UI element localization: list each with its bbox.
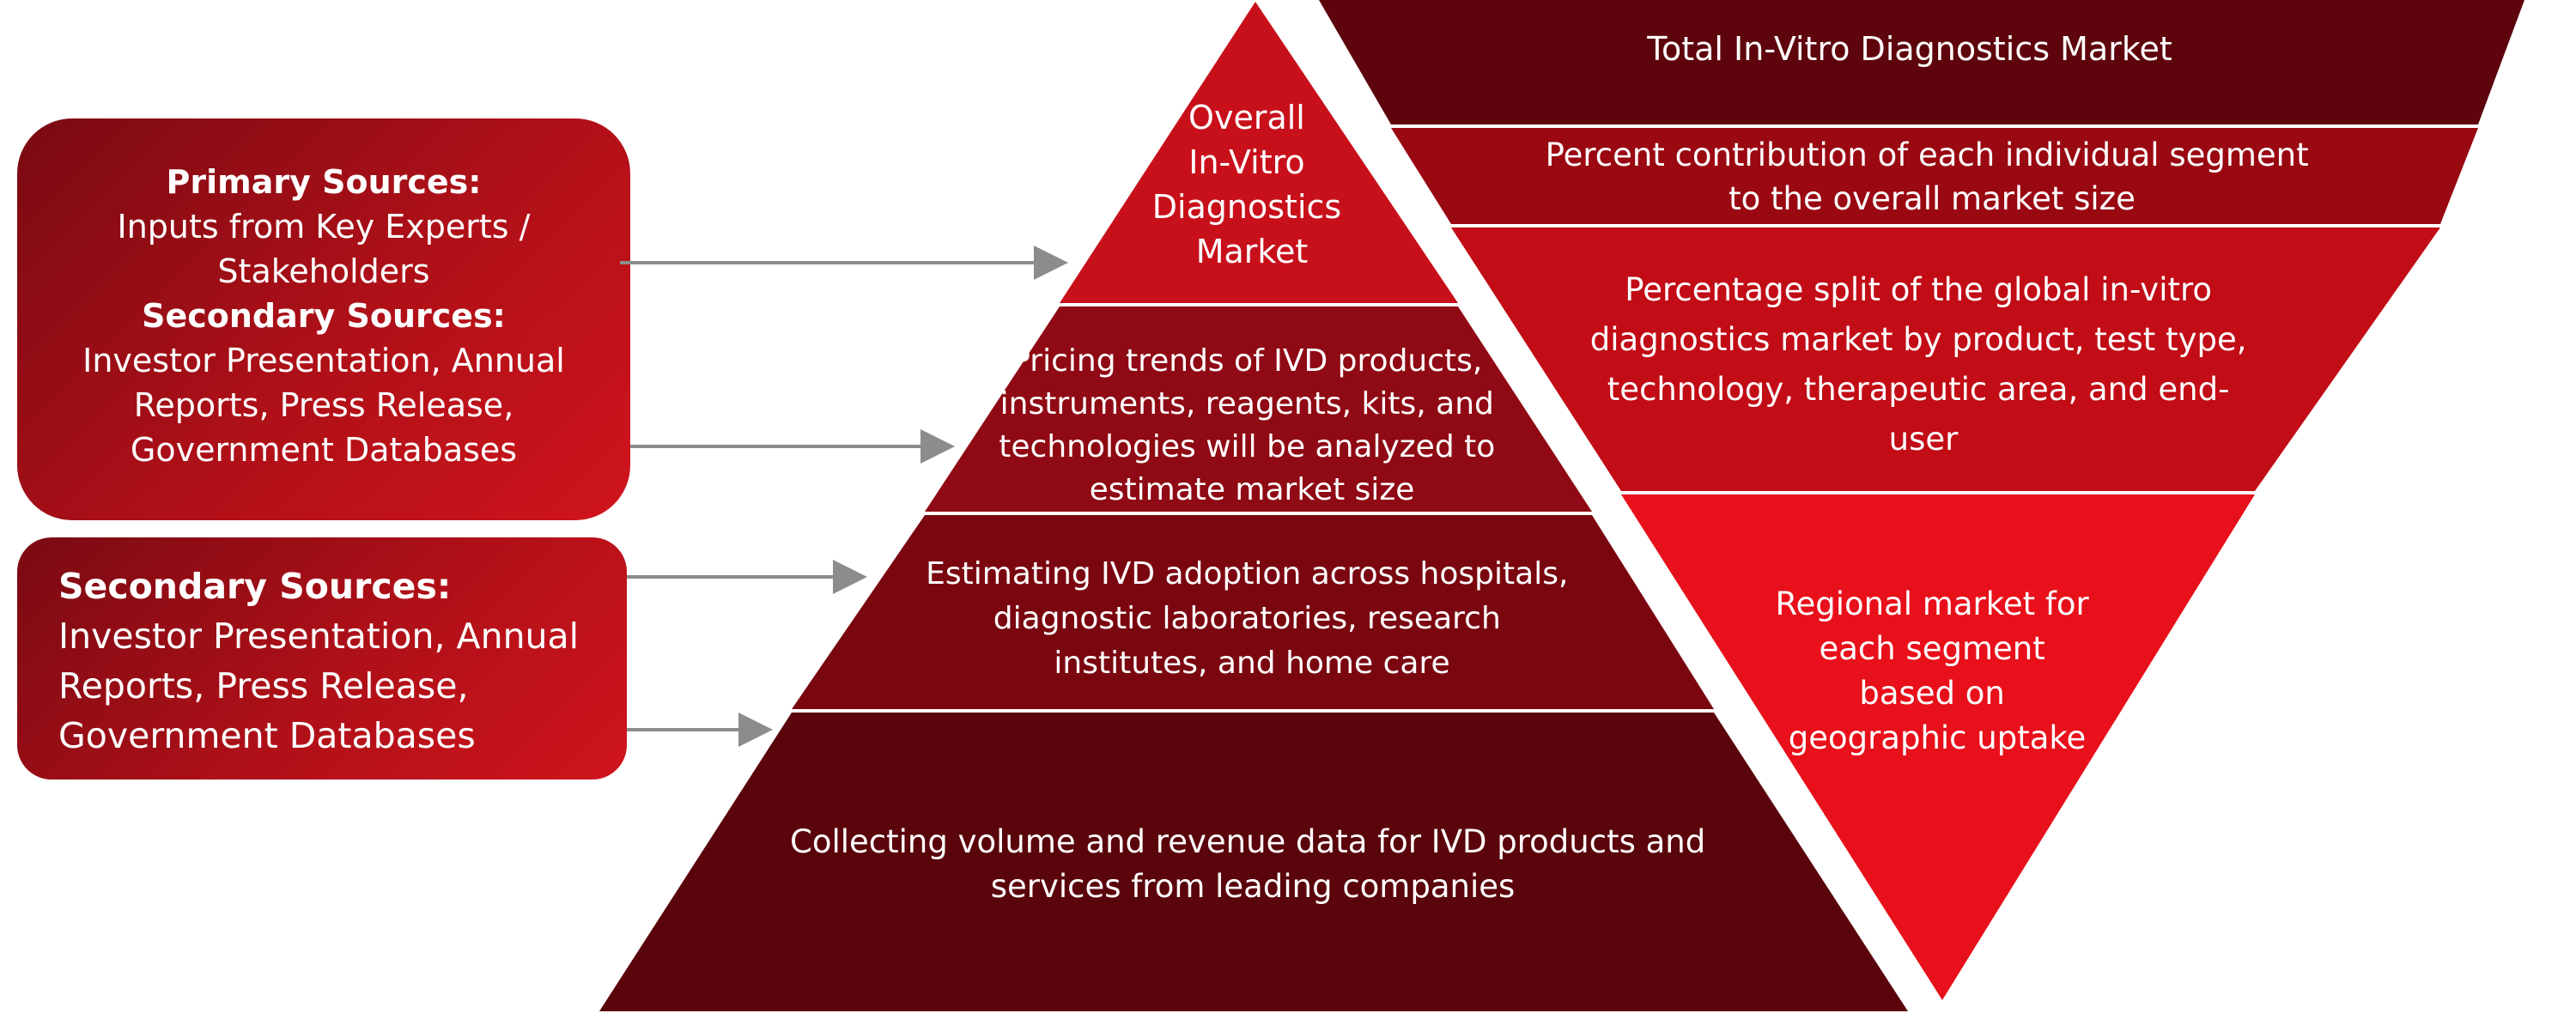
- funnel-level-1-text: Total In-Vitro Diagnostics Market: [1646, 30, 2172, 68]
- secondary-sources-line: Investor Presentation, Annual: [82, 342, 565, 379]
- secondary-sources-line: Reports, Press Release,: [58, 665, 469, 707]
- secondary-sources-line: Reports, Press Release,: [133, 386, 514, 424]
- secondary-sources-box: Secondary Sources: Investor Presentation…: [17, 537, 627, 779]
- pyramid-level-1: [1060, 2, 1458, 303]
- funnel-level-3: [1451, 227, 2440, 491]
- pyramid-level-2: [925, 306, 1592, 512]
- secondary-sources-heading: Secondary Sources:: [142, 297, 506, 335]
- pyramid-level-4-text: Collecting volume and revenue data for I…: [790, 823, 1716, 905]
- pyramid-level-1-text: Overall In-Vitro Diagnostics Market: [1152, 99, 1352, 270]
- pyramid-level-2-text: Pricing trends of IVD products, instrume…: [999, 343, 1504, 507]
- pyramid-level-4: [599, 713, 1908, 1011]
- secondary-sources-line: Investor Presentation, Annual: [58, 616, 580, 657]
- primary-sources-box: Primary Sources: Inputs from Key Experts…: [17, 118, 630, 520]
- pyramid-level-3-text: Estimating IVD adoption across hospitals…: [926, 556, 1578, 681]
- funnel-level-3-text: Percentage split of the global in-vitro …: [1590, 271, 2257, 458]
- primary-sources-line: Inputs from Key Experts /: [117, 208, 531, 246]
- funnel-level-4-text: Regional market for each segment based o…: [1775, 585, 2099, 756]
- primary-sources-line: Stakeholders: [217, 252, 430, 290]
- funnel-level-2: [1391, 128, 2478, 224]
- secondary-sources-line: Government Databases: [130, 431, 518, 469]
- secondary-sources-heading: Secondary Sources:: [58, 566, 452, 607]
- funnel-level-4: [1621, 494, 2255, 1000]
- funnel-level-1: [1319, 0, 2524, 124]
- pyramid-level-3: [792, 515, 1714, 709]
- funnel-level-2-text: Percent contribution of each individual …: [1546, 136, 2319, 217]
- primary-sources-heading: Primary Sources:: [166, 163, 482, 201]
- secondary-sources-line: Government Databases: [58, 715, 476, 756]
